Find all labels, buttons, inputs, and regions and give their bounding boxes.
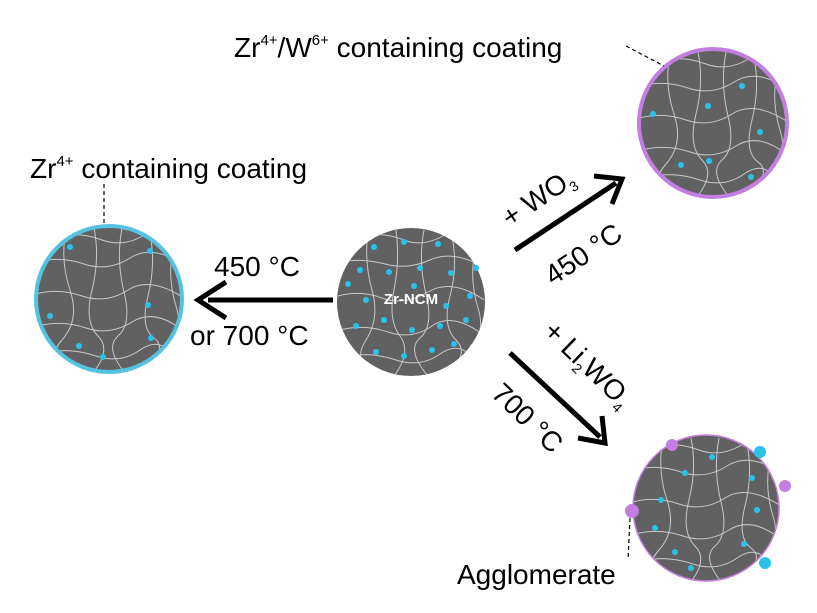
zrw-coated-core xyxy=(639,49,787,197)
left-temp-line1: 450 °C xyxy=(214,251,300,282)
zrw-coating-ring xyxy=(637,47,789,199)
agglomerate-leader xyxy=(627,517,631,561)
arrow-down-right xyxy=(508,351,608,447)
zr-dots xyxy=(47,244,154,360)
arrow-left xyxy=(193,279,333,321)
zr-coated-core xyxy=(36,226,182,372)
wo3-reagent: + WO3 xyxy=(496,162,582,235)
agglomerate-particle xyxy=(625,434,791,582)
zrw-coating-label: Zr4+/W6+ containing coating xyxy=(234,32,562,63)
zr-dots xyxy=(345,239,479,359)
zr-coating-ring xyxy=(34,224,184,374)
left-temp-line2: or 700 °C xyxy=(190,320,309,351)
agglomerate-bumps xyxy=(625,439,791,569)
zr-ncm-particle: Zr-NCM xyxy=(337,228,485,376)
zr-coated-particle xyxy=(34,224,184,374)
zrw-coated-particle xyxy=(637,47,789,199)
zr-ncm-core xyxy=(337,228,485,376)
zr-ncm-label: Zr-NCM xyxy=(384,291,438,308)
zrw-coating-leader xyxy=(625,45,665,67)
zr-dots xyxy=(652,454,760,571)
zr-coating-label: Zr4+ containing coating xyxy=(30,153,307,184)
arrow-up-right xyxy=(513,173,626,253)
li2wo4-reagent: + Li2WO4 xyxy=(536,315,639,416)
br-temperature: 700 °C xyxy=(486,377,569,459)
agglomerate-label: Agglomerate xyxy=(457,559,616,590)
grain-boundaries xyxy=(639,51,787,197)
tr-temperature: 450 °C xyxy=(539,217,628,291)
zr-dots xyxy=(650,83,763,180)
